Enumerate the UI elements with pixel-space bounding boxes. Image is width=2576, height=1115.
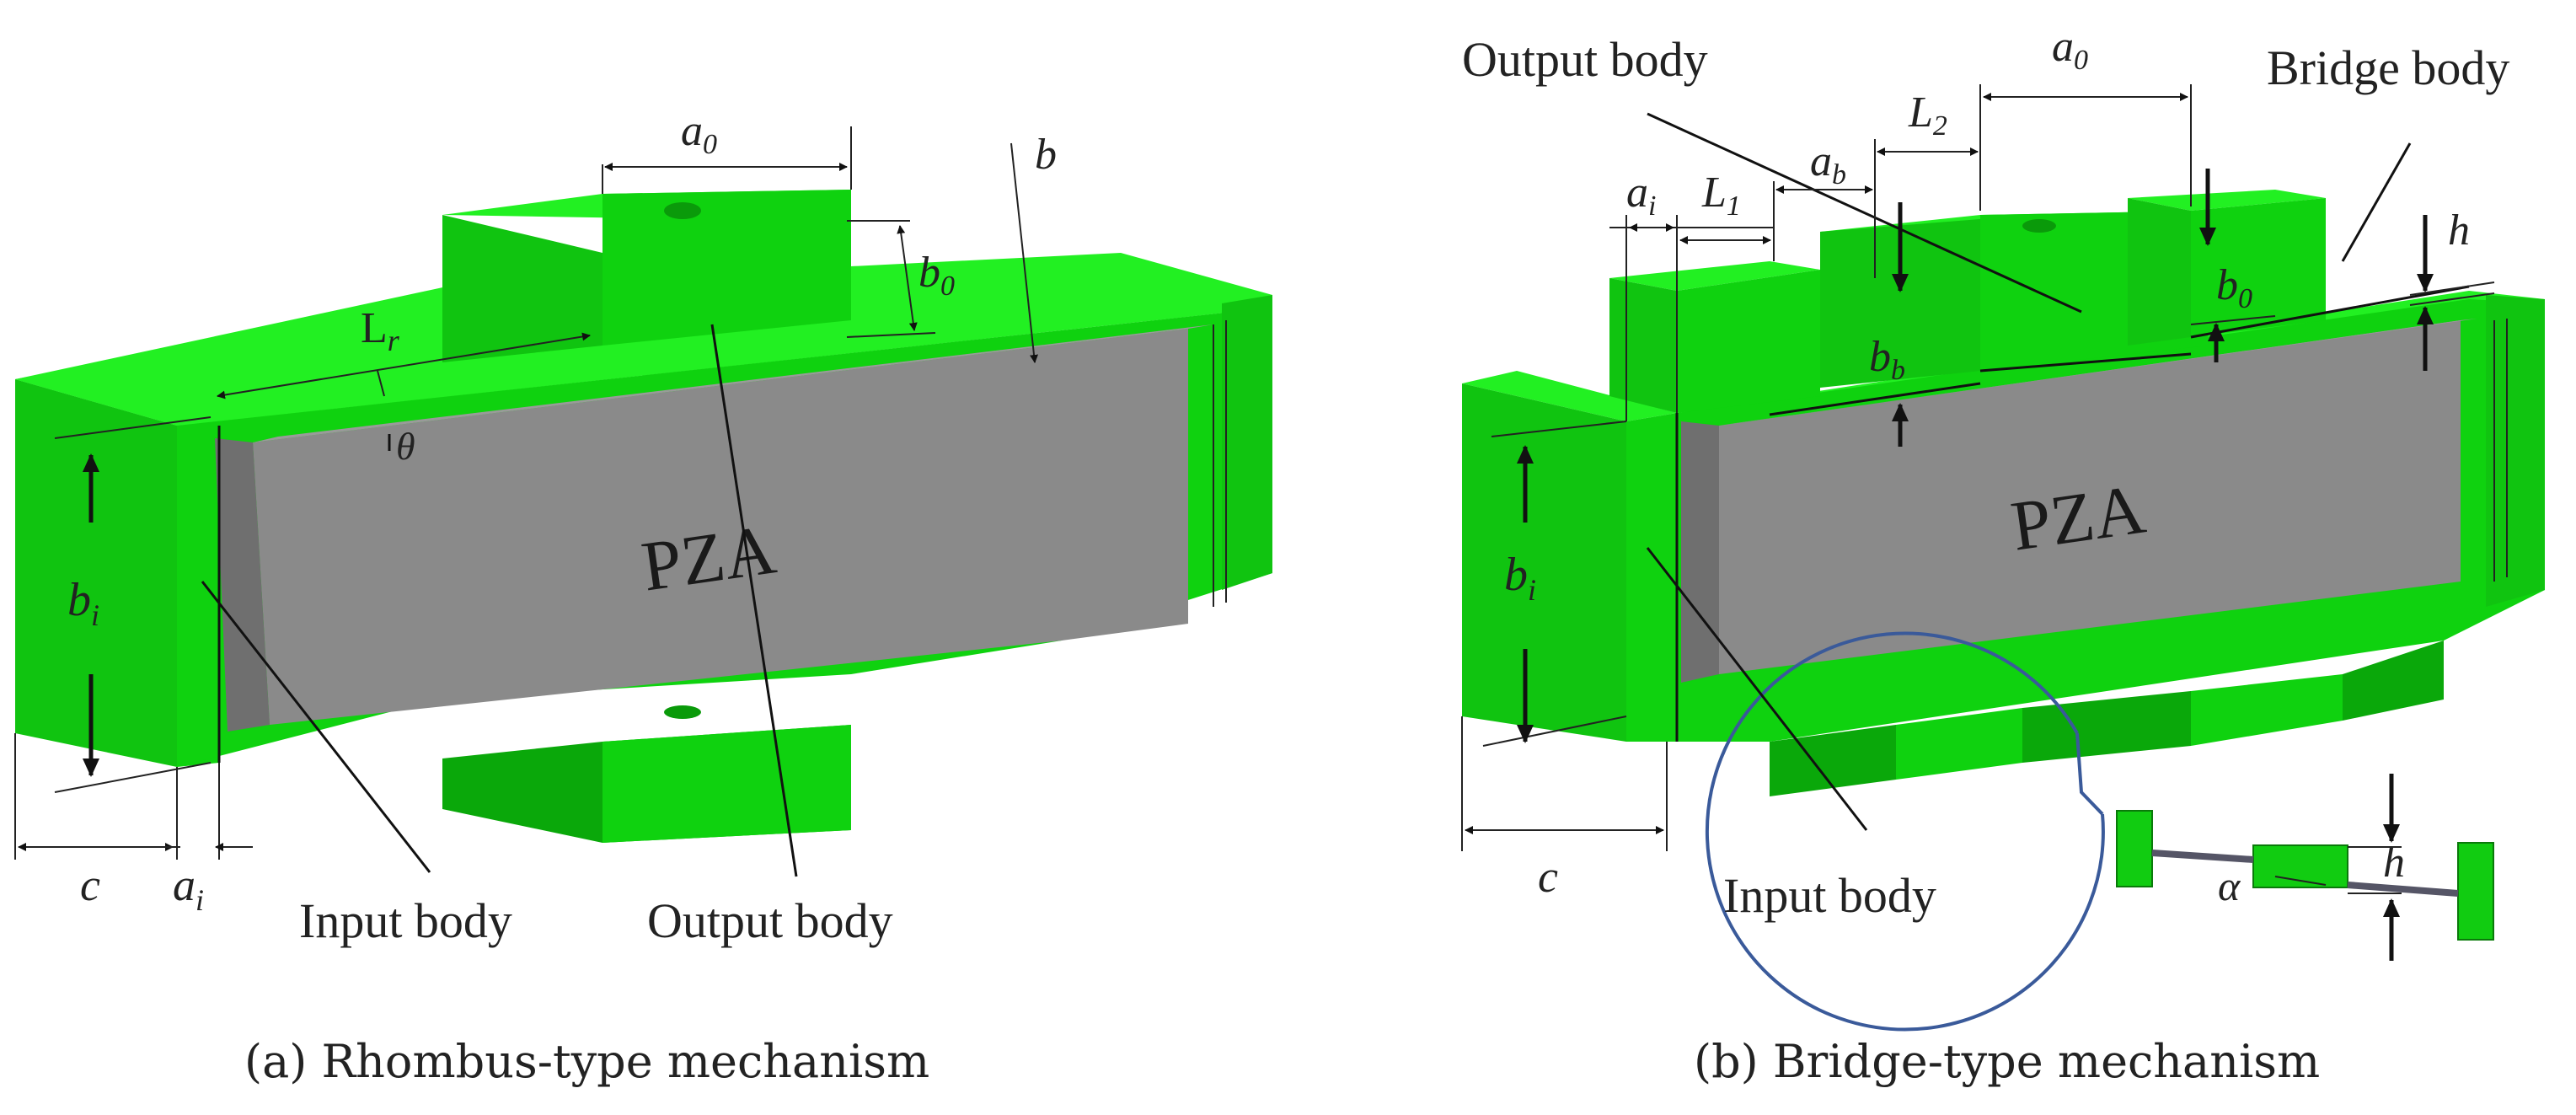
dim-ai-l1-b: ai L1 (1609, 169, 1774, 421)
label-input-body-a: Input body (299, 893, 512, 948)
svg-text:Lr: Lr (361, 304, 400, 357)
panel-b-bridge: PZA Output body Bridge body a0 L2 (1461, 23, 2545, 1088)
svg-text:α: α (2218, 862, 2241, 909)
label-input-body-b: Input body (1723, 868, 1936, 923)
leader-bridge-b (2341, 142, 2412, 262)
dim-c-b: c (1461, 716, 1668, 902)
leader-output-b (1647, 112, 2082, 314)
pza-block-a: PZA (215, 324, 1213, 732)
dim-a0-b: a0 (1979, 23, 2192, 211)
leader-input-a (201, 581, 431, 873)
dim-c-ai-a: c ai (14, 733, 253, 917)
panel-a-rhombus: PZA a0 b0 b Lr θ (14, 107, 1272, 1088)
pza-label-b: PZA (2006, 469, 2150, 566)
detail-circle-b: Input body (1646, 547, 2105, 1032)
label-bridge-body-b: Bridge body (2267, 40, 2509, 95)
label-output-body-a: Output body (647, 893, 893, 948)
svg-text:c: c (1538, 851, 1558, 902)
pza-label-a: PZA (637, 510, 780, 606)
svg-text:L1: L1 (1701, 169, 1741, 222)
dim-b0-b: b0 (2190, 169, 2276, 362)
svg-text:h: h (2448, 206, 2470, 255)
svg-text:ai: ai (173, 860, 204, 917)
svg-text:bi: bi (67, 574, 99, 632)
input-body-shape-b (1462, 371, 1677, 742)
dim-ab-b: ab (1773, 137, 1873, 261)
leader-output-a (710, 324, 798, 877)
detail-inset-b: h α (2116, 774, 2494, 961)
svg-text:b0: b0 (2216, 261, 2252, 314)
svg-text:bi: bi (1504, 549, 1536, 607)
output-block-top-a (442, 190, 851, 362)
dim-bb-b: bb (1869, 202, 1909, 447)
caption-b: (b) Bridge-type mechanism (1694, 1035, 2320, 1088)
svg-text:bb: bb (1869, 333, 1905, 386)
svg-text:a0: a0 (2052, 23, 2088, 76)
output-block-bottom-a (442, 705, 851, 843)
svg-text:h: h (2383, 839, 2405, 887)
dim-h-b: h (2409, 206, 2495, 371)
dim-b0-a: b0 (846, 220, 955, 338)
svg-text:ai: ai (1626, 169, 1656, 222)
svg-text:b: b (1035, 131, 1057, 179)
svg-text:θ: θ (396, 425, 415, 468)
dim-b-a: b (1010, 131, 1057, 363)
svg-text:b0: b0 (918, 249, 955, 302)
label-output-body-b: Output body (1462, 32, 1708, 87)
svg-text:c: c (80, 860, 100, 910)
dim-lr-a: Lr θ (217, 304, 591, 468)
caption-a: (a) Rhombus-type mechanism (244, 1035, 929, 1088)
dim-l2-b: L2 (1874, 88, 1979, 278)
bottom-blocks-b (1770, 641, 2444, 796)
dim-a0-a: a0 (602, 107, 852, 194)
svg-text:L2: L2 (1908, 88, 1947, 142)
dim-bi-b: bi (1482, 421, 1627, 747)
svg-text:a0: a0 (681, 107, 717, 160)
dim-bi-a: bi (54, 416, 212, 793)
top-blocks-b (1609, 190, 2326, 413)
svg-text:ab: ab (1810, 137, 1846, 190)
